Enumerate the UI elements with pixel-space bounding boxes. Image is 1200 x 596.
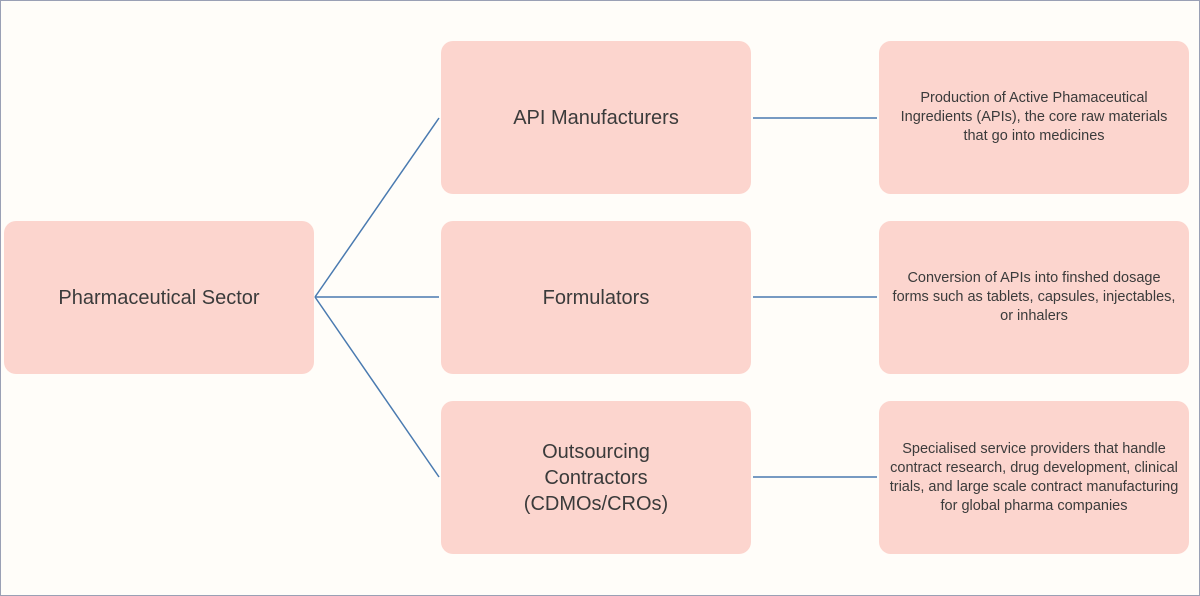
description-node-outsourcing-contractors: Specialised service providers that handl… [879, 401, 1189, 554]
connector-root-to-outsourcing [314, 296, 440, 478]
branch-node-outsourcing-contractors: Outsourcing Contractors (CDMOs/CROs) [441, 401, 751, 554]
description-text: Specialised service providers that handl… [889, 440, 1179, 514]
root-node: Pharmaceutical Sector [4, 221, 314, 374]
branch-node-label: Outsourcing Contractors (CDMOs/CROs) [523, 440, 669, 515]
description-node-api-manufacturers: Production of Active Phamaceutical Ingre… [879, 41, 1189, 194]
branch-node-formulators: Formulators [441, 221, 751, 374]
description-text: Production of Active Phamaceutical Ingre… [900, 90, 1168, 144]
branch-node-api-manufacturers: API Manufacturers [441, 41, 751, 194]
branch-node-label: Formulators [542, 286, 650, 309]
branch-node-label: API Manufacturers [513, 106, 679, 129]
connector-root-to-api [314, 117, 440, 298]
root-node-label: Pharmaceutical Sector [58, 286, 260, 309]
description-text: Conversion of APIs into finshed dosage f… [892, 270, 1176, 324]
description-node-formulators: Conversion of APIs into finshed dosage f… [879, 221, 1189, 374]
